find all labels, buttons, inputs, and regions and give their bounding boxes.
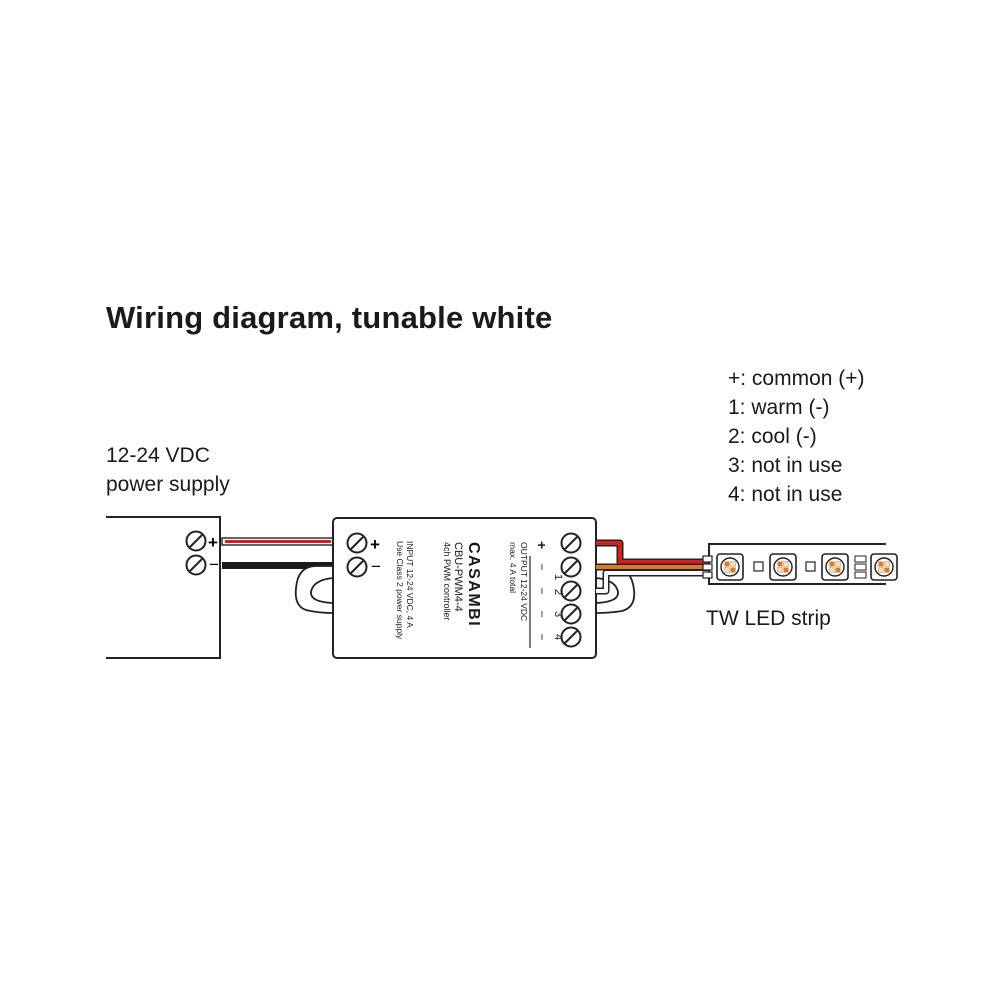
ctrl-out-minus-1: −: [535, 563, 549, 570]
resistor-icon: [805, 561, 816, 572]
psu-plus-label: +: [208, 533, 218, 552]
ctrl-model: CBU-PWM4-4: [452, 542, 464, 612]
ctrl-out-plus-screw-icon: [560, 532, 582, 554]
power-supply-voltage: 12-24 VDC: [106, 444, 210, 467]
ctrl-out-minus-4: −: [535, 633, 549, 640]
ctrl-output-rating: OUTPUT 12-24 VDC: [519, 542, 529, 621]
psu-plus-screw-icon: [185, 530, 207, 552]
ctrl-description: 4ch PWM controller: [442, 542, 452, 621]
black-wire: [222, 562, 334, 569]
legend-item-cool: 2: cool (-): [728, 425, 817, 448]
ctrl-out-2-label: 2: [552, 589, 564, 595]
controller: + − INPUT 12-24 VDC, 4 A Use Class 2 pow…: [332, 517, 597, 659]
power-supply-label: 12-24 VDC power supply: [106, 441, 230, 499]
legend-item-warm: 1: warm (-): [728, 396, 830, 419]
ctrl-output-note: max. 4 A total: [508, 542, 518, 593]
led-strip: [702, 543, 898, 585]
ctrl-out-1-label: 1: [552, 574, 564, 580]
ctrl-out-4-label: 4: [552, 634, 564, 640]
cool-wire: [596, 571, 710, 593]
ctrl-in-plus-screw-icon: [346, 532, 368, 554]
ctrl-input-rating: INPUT 12-24 VDC, 4 A: [405, 541, 415, 628]
common-wire: [596, 541, 710, 564]
mounting-clip-left: [294, 565, 334, 614]
psu-minus-screw-icon: [185, 554, 207, 576]
power-supply: + −: [106, 516, 221, 659]
led-chip-icon: [821, 553, 849, 581]
led-strip-label: TW LED strip: [706, 607, 831, 630]
ctrl-out-minus-2: −: [535, 587, 549, 594]
red-wire: [225, 540, 331, 543]
ctrl-in-plus-label: +: [370, 535, 380, 554]
diagram-title: Wiring diagram, tunable white: [106, 300, 553, 335]
ctrl-out-plus-label: +: [534, 541, 550, 549]
ctrl-input-note: Use Class 2 power supply: [395, 541, 405, 640]
power-supply-name: power supply: [106, 473, 230, 496]
legend-item-ch3: 3: not in use: [728, 454, 843, 477]
led-chip-icon: [716, 553, 744, 581]
output-wires: [596, 539, 710, 595]
ctrl-out-3-label: 3: [552, 611, 564, 617]
resistor-icon: [753, 561, 764, 572]
ctrl-in-minus-screw-icon: [346, 556, 368, 578]
led-chip-icon: [870, 553, 898, 581]
ctrl-out-minus-3: −: [535, 610, 549, 617]
input-wires: [221, 537, 335, 569]
legend-item-common: +: common (+): [728, 367, 865, 390]
terminal-legend: +: common (+) 1: warm (-) 2: cool (-) 3:…: [728, 364, 865, 509]
ctrl-brand-logo: CASAMBI: [465, 542, 482, 627]
resistor-stack-icon: [854, 555, 867, 579]
psu-minus-label: −: [209, 555, 219, 574]
legend-item-ch4: 4: not in use: [728, 483, 843, 506]
ctrl-in-minus-label: −: [371, 557, 381, 576]
led-chip-icon: [769, 553, 797, 581]
